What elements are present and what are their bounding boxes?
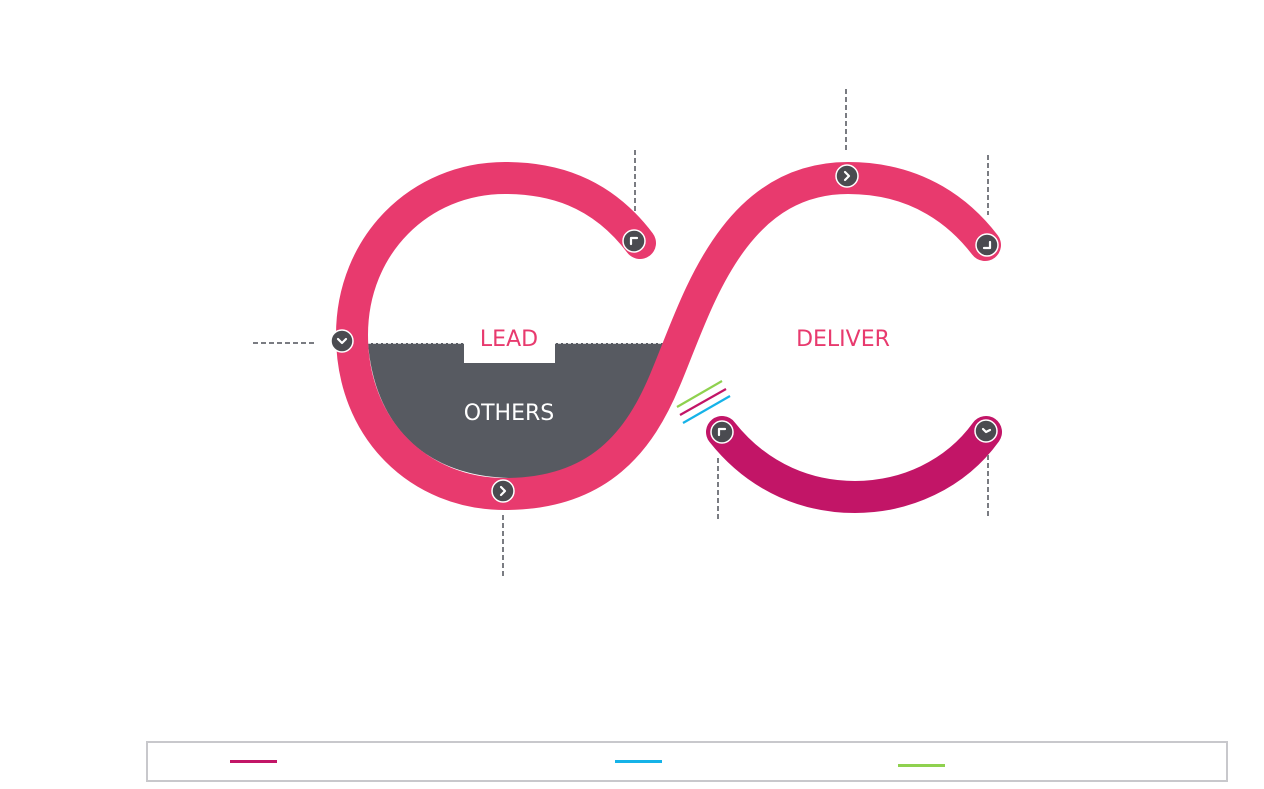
marker-lower-left-end[interactable] — [710, 420, 734, 444]
marker-bottom-left[interactable] — [491, 479, 515, 503]
legend-swatch-cyan — [615, 760, 662, 763]
others-region — [368, 343, 667, 479]
legend-swatch-green — [898, 764, 945, 767]
lead-cutout — [464, 330, 555, 363]
label-deliver: DELIVER — [796, 327, 890, 352]
legend — [146, 741, 1228, 782]
accent-line-cyan — [682, 395, 731, 424]
corner-up-left-icon — [629, 236, 639, 246]
marker-top-left-end[interactable] — [622, 229, 646, 253]
chevron-right-icon — [499, 485, 507, 497]
loop-lower-right-arc — [706, 416, 1002, 514]
corner-down-left-icon — [981, 427, 992, 434]
marker-lower-right-end[interactable] — [974, 419, 998, 443]
marker-top-right[interactable] — [835, 164, 859, 188]
legend-item-green — [898, 747, 955, 784]
accent-line-green — [676, 380, 723, 408]
accent-line-magenta — [679, 388, 727, 416]
legend-item-cyan — [615, 743, 672, 780]
legend-item-magenta — [230, 743, 287, 780]
legend-swatch-magenta — [230, 760, 277, 763]
corner-up-left-icon — [717, 427, 727, 437]
label-others: OTHERS — [464, 401, 554, 426]
corner-down-right-icon — [982, 240, 992, 250]
chevron-right-icon — [843, 170, 851, 182]
leader-lines — [253, 89, 989, 578]
marker-right-top-end[interactable] — [975, 233, 999, 257]
label-lead: LEAD — [480, 327, 538, 352]
marker-left[interactable] — [330, 329, 354, 353]
chevron-down-icon — [336, 337, 348, 345]
